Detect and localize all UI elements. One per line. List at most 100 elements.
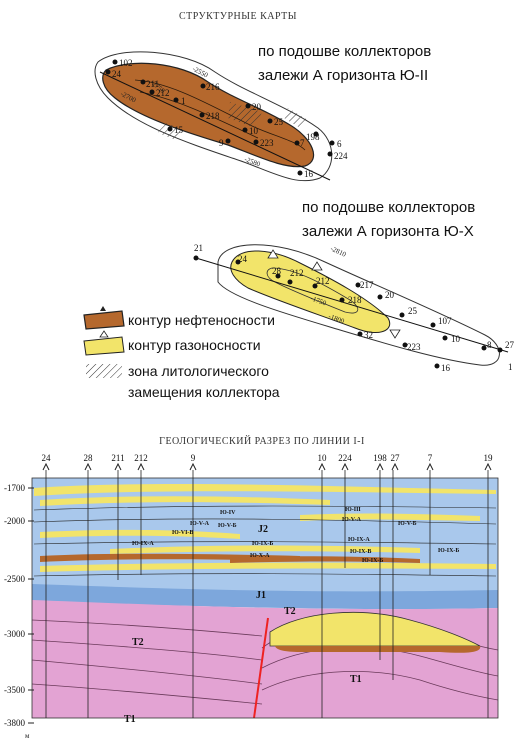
map1-outer-contour: [94, 51, 333, 182]
well-head-icon: [426, 462, 434, 471]
map2-gas-area: [230, 250, 391, 333]
well-label: 212: [316, 276, 330, 286]
well-head-icon: [318, 462, 326, 471]
map1-wells: 102 24 211 216 212 1 20 218 25 10 223 7 …: [105, 58, 348, 179]
horizon-label: Ю-V-Б: [398, 521, 417, 527]
well-label: 25: [408, 306, 418, 316]
depth-label: -2000: [4, 516, 25, 526]
legend: контур нефтеносности контур газоносности…: [83, 306, 280, 400]
reservoir-gas: [40, 496, 330, 506]
bedding-line: [33, 573, 497, 577]
well-label: 218: [206, 111, 220, 121]
horizon-label: Ю-V-А: [342, 517, 362, 523]
well-label: 15: [174, 125, 184, 135]
well-marker: [294, 140, 300, 146]
depth-label: -1700: [4, 483, 25, 493]
well-label: 212: [290, 268, 304, 278]
well-label: 224: [334, 151, 348, 161]
horizon-label: Ю-IX-А: [132, 541, 154, 547]
legend-gas-label: контур газоносности: [128, 337, 261, 353]
well-label: 28: [84, 453, 94, 463]
reservoir-gas: [110, 545, 420, 554]
reservoir-gas: [40, 562, 496, 572]
depth-label: -3000: [4, 629, 25, 639]
well-label: 218: [348, 295, 362, 305]
legend-zone-label-1: зона литологического: [128, 363, 269, 379]
replacement-zone-swatch: [86, 364, 122, 378]
section-title: ГЕОЛОГИЧЕСКИЙ РАЗРЕЗ ПО ЛИНИИ I-I: [159, 435, 365, 447]
well-label: 107: [438, 316, 452, 326]
well-marker: [327, 151, 333, 157]
well-marker: [377, 294, 383, 300]
map1-caption-line2: залежи А горизонта Ю-II: [258, 67, 428, 84]
well-marker: [497, 347, 503, 353]
section-well: 9: [189, 453, 197, 718]
horizon-label: Ю-IV: [220, 510, 236, 516]
map2-contour-label: -2810: [329, 245, 348, 259]
well-label: 217: [360, 280, 374, 290]
map2-section-line: [195, 257, 509, 353]
well-label: 32: [364, 330, 373, 340]
map2-gas-marker: [389, 329, 401, 339]
section-well: 27: [391, 453, 400, 680]
well-marker: [434, 363, 440, 369]
well-head-icon: [484, 462, 492, 471]
map2-gas-marker: [311, 261, 323, 271]
well-marker: [225, 138, 231, 144]
well-marker: [140, 79, 146, 85]
reservoir-gas: [34, 484, 496, 496]
well-marker: [442, 335, 448, 341]
map1-section-line: [99, 71, 331, 181]
triassic-layer: [31, 619, 263, 637]
strata-label-t1: T1: [350, 674, 362, 685]
strata-label-t1-bottom: T1: [124, 714, 136, 725]
triassic-layer: [31, 683, 263, 705]
map2-outer-contour: [217, 244, 500, 366]
horizon-labels: Ю-IV Ю-V-А Ю-V-Б Ю-VI-B Ю-IX-А Ю-IX-Б Ю-…: [132, 507, 459, 564]
section-well: 211: [111, 453, 125, 580]
well-label: 9: [191, 453, 196, 463]
triassic-body: [32, 600, 498, 718]
strata-label-j1: J1: [256, 590, 266, 601]
well-label: 223: [407, 342, 421, 352]
j1-band: [32, 584, 498, 610]
map1-caption-line1: по подошве коллекторов: [258, 43, 431, 60]
well-marker: [193, 255, 199, 261]
well-label: 6: [337, 139, 342, 149]
legend-item-oil: контур нефтеносности: [83, 306, 275, 330]
section-frame: [31, 477, 499, 719]
well-marker: [481, 345, 487, 351]
well-label: 24: [42, 453, 52, 463]
structure-map-1: -2550 -2700 -2750 -2580 102 24 211 216 2…: [94, 51, 348, 182]
well-label: 16: [441, 363, 451, 373]
well-label: 9: [219, 138, 224, 148]
section-well: 19: [484, 453, 494, 718]
well-marker: [329, 140, 335, 146]
well-head-icon: [376, 462, 384, 471]
well-marker: [235, 259, 241, 265]
section-well: 224: [338, 453, 352, 568]
horizon-label: Ю-IX-B: [350, 549, 371, 555]
section-wells: 24 28 211 212 9 10 224 198 27 7 19: [42, 453, 494, 718]
horizon-label: Ю-V-А: [190, 521, 210, 527]
well-label: 212: [134, 453, 148, 463]
horizon-label: Ю-V-Б: [218, 523, 237, 529]
structure-map-2: -2810 -1750 -1800 21 24 28 212 212 217 2…: [193, 243, 515, 373]
well-marker: [173, 97, 179, 103]
well-marker: [245, 103, 251, 109]
strata-label-t2: T2: [132, 637, 144, 648]
well-label: 211: [111, 453, 124, 463]
horizon-label: Ю-IX-Б: [438, 548, 459, 554]
well-label: 20: [385, 290, 395, 300]
well-marker: [287, 279, 293, 285]
well-label: 25: [274, 117, 284, 127]
well-marker: [267, 118, 273, 124]
map1-hatched-zone-3: [284, 108, 308, 128]
well-marker: [105, 69, 111, 75]
horizon-label: Ю-III: [345, 507, 361, 513]
well-label: 19: [484, 453, 494, 463]
reservoir-oil: [230, 556, 420, 563]
geological-section: [31, 477, 499, 719]
well-marker: [112, 59, 118, 65]
well-head-icon: [42, 462, 50, 471]
